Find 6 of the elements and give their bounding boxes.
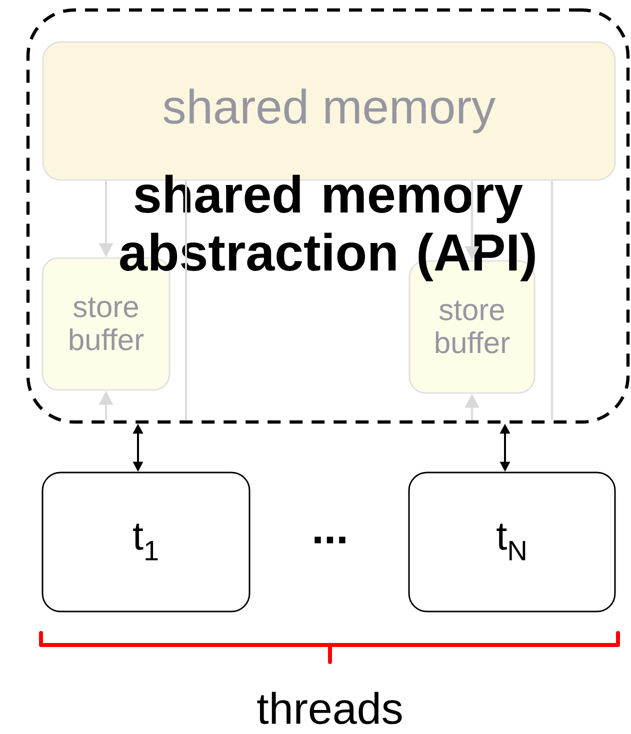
- thread-box: t$_{N}$: [408, 472, 616, 612]
- group-label: threads: [257, 692, 402, 724]
- connector-line: [185, 180, 187, 420]
- connector-line: [551, 180, 553, 420]
- ellipsis: ...: [314, 536, 346, 544]
- thread-box: t$_{1}$: [42, 472, 250, 612]
